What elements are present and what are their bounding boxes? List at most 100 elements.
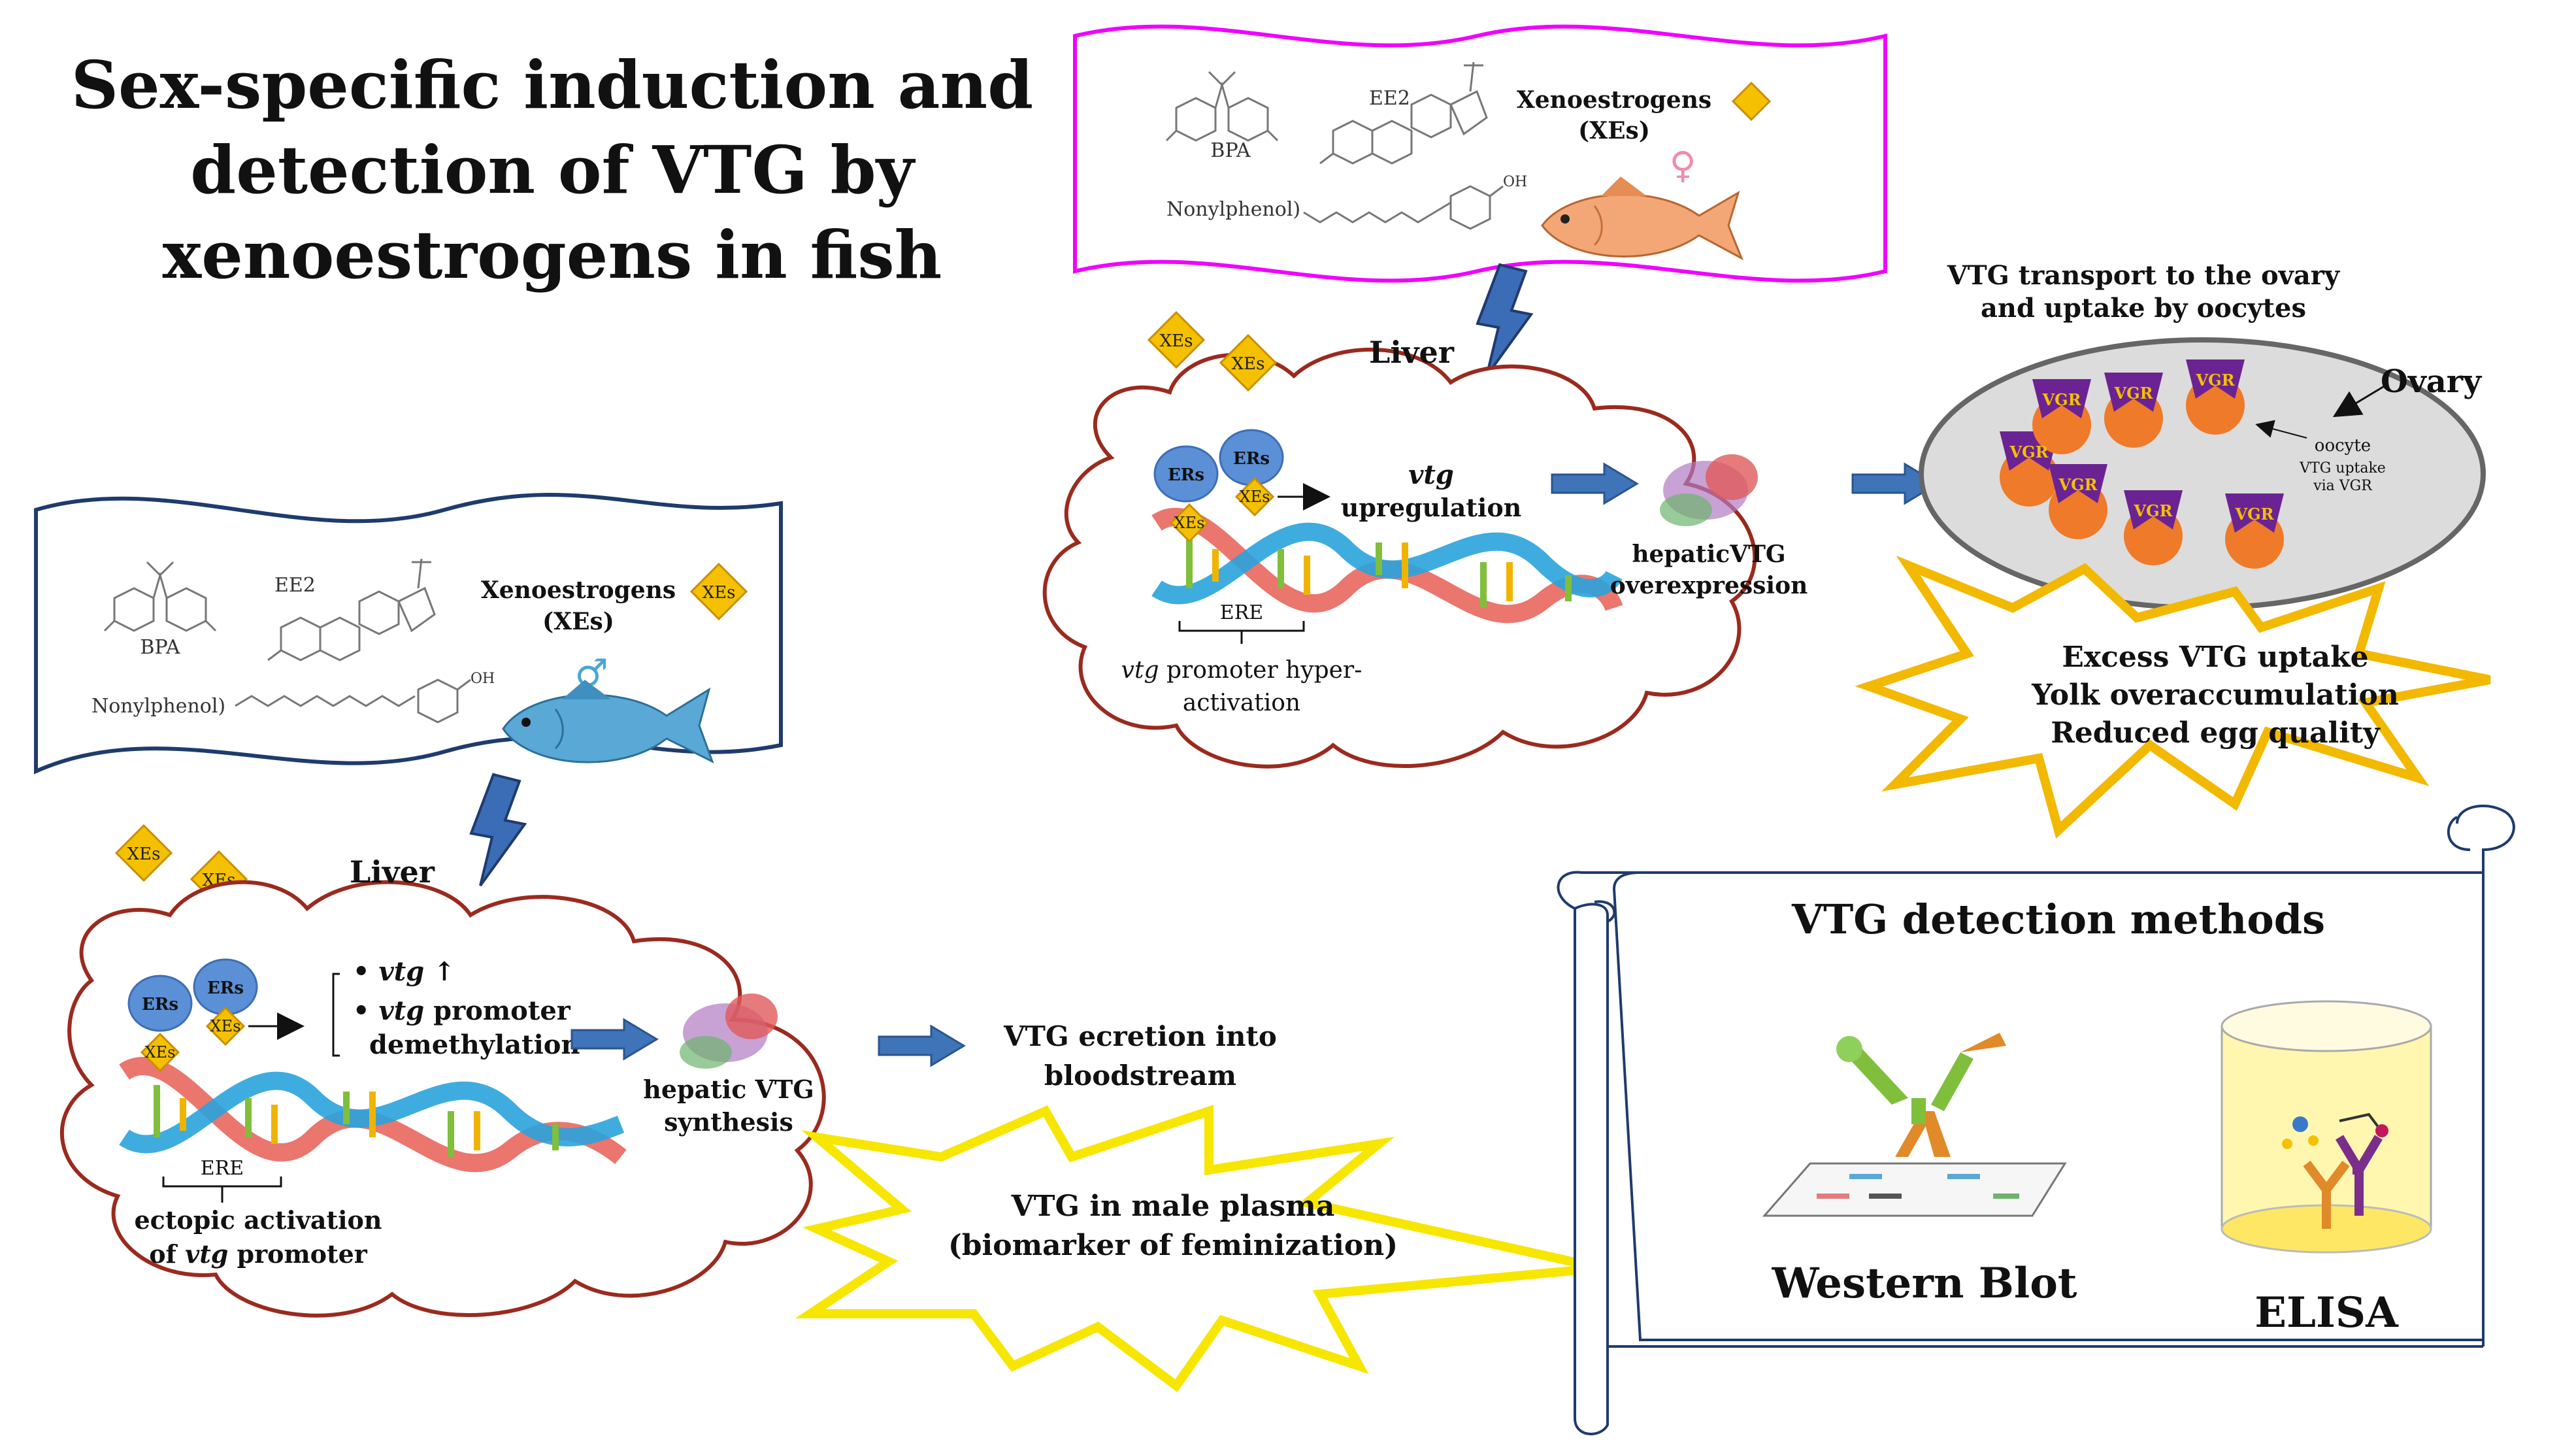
vgr-label: VGR <box>2058 475 2098 494</box>
ers-label: ERs <box>207 978 244 998</box>
vtg-transport-label-2: and uptake by oocytes <box>1981 293 2306 324</box>
male-dna-helix-icon <box>119 1057 627 1173</box>
ere-label: ERE <box>201 1157 244 1180</box>
burst-line-3: Reduced egg quality <box>2051 716 2381 750</box>
oocyte-7 <box>2225 493 2284 569</box>
nonylphenol-chain <box>1303 185 1504 230</box>
xe-badge-text: XEs <box>127 844 161 864</box>
xenoestrogens-label: Xenoestrogens <box>1517 86 1711 114</box>
ers-label: ERs <box>1168 465 1204 485</box>
secretion-label-1: VTG ecretion into <box>1003 1020 1277 1052</box>
female-fish-icon <box>1541 176 1743 261</box>
vgr-label: VGR <box>2234 505 2274 524</box>
vgr-label: VGR <box>2195 371 2235 390</box>
oocyte-3 <box>2104 373 2163 448</box>
burst-line-1: Excess VTG uptake <box>2062 641 2368 674</box>
bullet-demethylation: demethylation <box>369 1029 580 1060</box>
xe-badge-male-banner: XEs <box>690 563 748 620</box>
promoter-hyperactivation-label: vtg promoter hyper- <box>1121 657 1362 684</box>
ee2-label: EE2 <box>1369 87 1410 110</box>
western-blot-icon <box>1762 1033 2067 1217</box>
bullet-vtg-up: • vtg ↑ <box>353 956 455 987</box>
bpa-structure <box>1165 71 1279 142</box>
male-xenoestrogen-banner: BPA EE2 Nonylphenol) OH Xenoestrogens (X… <box>34 493 783 775</box>
ectopic-activation-label: ectopic activation <box>135 1205 382 1235</box>
xe-badge-text: XEs <box>210 1017 241 1035</box>
oh-label-male: OH <box>471 671 495 687</box>
activation-label: activation <box>1183 690 1300 716</box>
title-line-1: Sex-specific induction and <box>71 46 1033 124</box>
oh-label: OH <box>1503 174 1527 190</box>
burst-line-2: Yolk overaccumulation <box>2031 678 2399 712</box>
female-floating-xe-badges: XEs XEs <box>1148 311 1277 392</box>
ee2-structure <box>1319 61 1488 165</box>
nonylphenol-label: Nonylphenol) <box>1166 198 1300 221</box>
detection-title: VTG detection methods <box>1791 895 2325 943</box>
bpa-label-male: BPA <box>140 636 180 659</box>
arrow-to-bloodstream <box>878 1025 965 1067</box>
ers-label: ERs <box>142 995 178 1014</box>
xes-label-male: (XEs) <box>542 608 614 635</box>
vgr-label: VGR <box>2009 443 2049 461</box>
elisa-well-icon <box>2221 1000 2432 1254</box>
bpa-label: BPA <box>1210 139 1250 162</box>
oocyte-5 <box>2049 464 2107 539</box>
hepatic-overexpression-label-2: overexpression <box>1610 572 1808 599</box>
xe-badge-text: XEs <box>1174 514 1205 532</box>
xe-badge-text: XEs <box>1232 354 1265 374</box>
vgr-label: VGR <box>2041 390 2081 409</box>
female-effects-burst: Excess VTG uptake Yolk overaccumulation … <box>1855 555 2491 839</box>
nonylphenol-label-male: Nonylphenol) <box>91 695 225 718</box>
vtg-transport-label-1: VTG transport to the ovary <box>1947 260 2341 291</box>
ovary: Ovary VGR VGR VGR VGR VGR VGR VGR oocyte… <box>1919 337 2486 610</box>
male-burst-line-1: VTG in male plasma <box>1011 1190 1335 1223</box>
female-vtg-protein-icon <box>1660 454 1758 526</box>
ere-label: ERE <box>1220 601 1263 624</box>
title-line-2: detection of VTG by <box>190 131 916 209</box>
title-line-3: xenoestrogens in fish <box>163 216 942 293</box>
hepatic-synthesis-label-1: hepatic VTG <box>643 1075 814 1104</box>
bpa-structure-male <box>103 561 217 632</box>
detection-scroll-panel: VTG detection methods Western Blot <box>1557 804 2515 1435</box>
oocyte-group: VGR VGR VGR VGR VGR VGR VGR <box>2000 359 2284 569</box>
male-liver-cloud: Liver ERs ERs XEs XEs <box>59 854 826 1318</box>
female-ere-bracket <box>1178 621 1305 644</box>
female-symbol-icon: ♀ <box>1670 144 1696 187</box>
vgr-label: VGR <box>2113 384 2153 403</box>
secretion-label-2: bloodstream <box>1044 1060 1236 1092</box>
xes-label: (XEs) <box>1578 117 1650 144</box>
western-blot-label: Western Blot <box>1772 1259 2077 1308</box>
ovary-label: Ovary <box>2381 363 2483 400</box>
female-liver-cloud: Liver ERs ERs XEs <box>1042 335 1808 769</box>
bullet-promoter: • vtg promoter <box>353 995 571 1026</box>
male-liver-label: Liver <box>350 854 435 890</box>
female-estrogen-receptors: ERs ERs XEs XEs <box>1153 429 1330 543</box>
hepatic-overexpression-label-1: hepaticVTG <box>1632 541 1785 568</box>
male-plasma-burst: VTG in male plasma (biomarker of feminiz… <box>795 1105 1602 1392</box>
vtg-promoter-label: of vtg promoter <box>149 1239 368 1269</box>
xe-badge-text: XEs <box>1240 488 1270 506</box>
female-liver-label: Liver <box>1369 335 1455 370</box>
diagram-title: Sex-specific induction and detection of … <box>71 46 1033 293</box>
ee2-label-male: EE2 <box>274 574 316 597</box>
elisa-label: ELISA <box>2254 1288 2399 1337</box>
xe-badge-text: XEs <box>145 1043 176 1061</box>
vgr-label: VGR <box>2133 501 2173 520</box>
ee2-structure-male <box>267 558 436 661</box>
male-lightning-icon <box>470 773 526 887</box>
via-vgr-label: via VGR <box>2313 478 2373 494</box>
xe-badge-text: XEs <box>1160 331 1193 351</box>
male-estrogen-receptors: ERs ERs XEs XEs <box>127 958 340 1072</box>
oocyte-6 <box>2124 490 2183 565</box>
xenoestrogens-label-male: Xenoestrogens <box>481 576 676 604</box>
female-xenoestrogen-banner: BPA EE2 Nonylphenol) OH Xenoestrogens (X… <box>1073 24 1887 283</box>
male-fish-icon <box>502 680 714 764</box>
oocyte-2 <box>2032 379 2091 454</box>
vtg-uptake-label: VTG uptake <box>2299 460 2386 476</box>
vtg-upregulation-label: vtg <box>1408 459 1454 490</box>
nonylphenol-chain-male <box>235 678 471 724</box>
male-burst-line-2: (biomarker of feminization) <box>948 1229 1398 1262</box>
ers-label: ERs <box>1233 449 1270 469</box>
male-vtg-protein-icon <box>680 994 778 1069</box>
